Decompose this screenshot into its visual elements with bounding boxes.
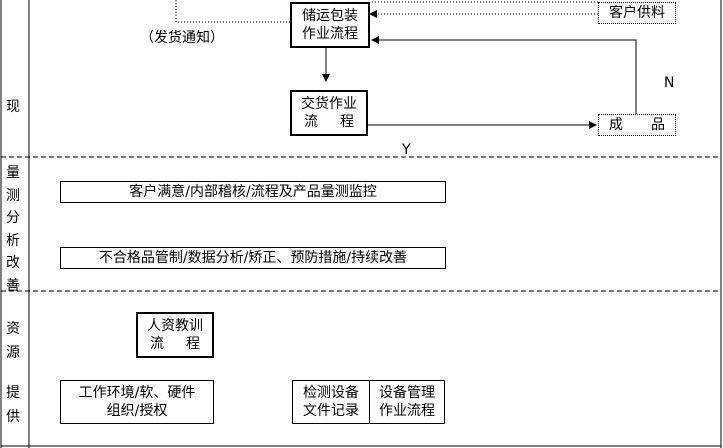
- improvement-box: 不合格品管制/数据分析/矫正、预防措施/持续改善: [60, 247, 446, 269]
- section-label-measure: 量 测 分 析 改 善: [6, 165, 20, 294]
- training-box: 人资教训 流 程: [136, 312, 214, 358]
- delivery-box: 交货作业 流 程: [290, 90, 368, 136]
- section-label-resource: 资 源 提 供: [6, 321, 20, 425]
- delivery-notice-label: （发货通知）: [140, 30, 224, 46]
- notice-connector: [175, 0, 290, 23]
- no-label: N: [664, 75, 675, 91]
- storage-packing-box: 储运包装 作业流程: [290, 2, 370, 48]
- measure-monitor-box: 客户满意/内部稽核/流程及产品量测监控: [60, 181, 446, 203]
- yes-label: Y: [402, 142, 411, 158]
- section-label-current: 现: [6, 99, 20, 115]
- work-environment-box: 工作环境/软、硬件 组织/授权: [60, 380, 214, 424]
- inspection-equipment-box: 检测设备 文件记录: [292, 380, 370, 424]
- equipment-management-box: 设备管理 作业流程: [369, 380, 445, 424]
- customer-material-box: 客户供料: [598, 2, 676, 24]
- no-feedback-arrow: [371, 36, 637, 114]
- product-box: 成 品: [598, 114, 676, 136]
